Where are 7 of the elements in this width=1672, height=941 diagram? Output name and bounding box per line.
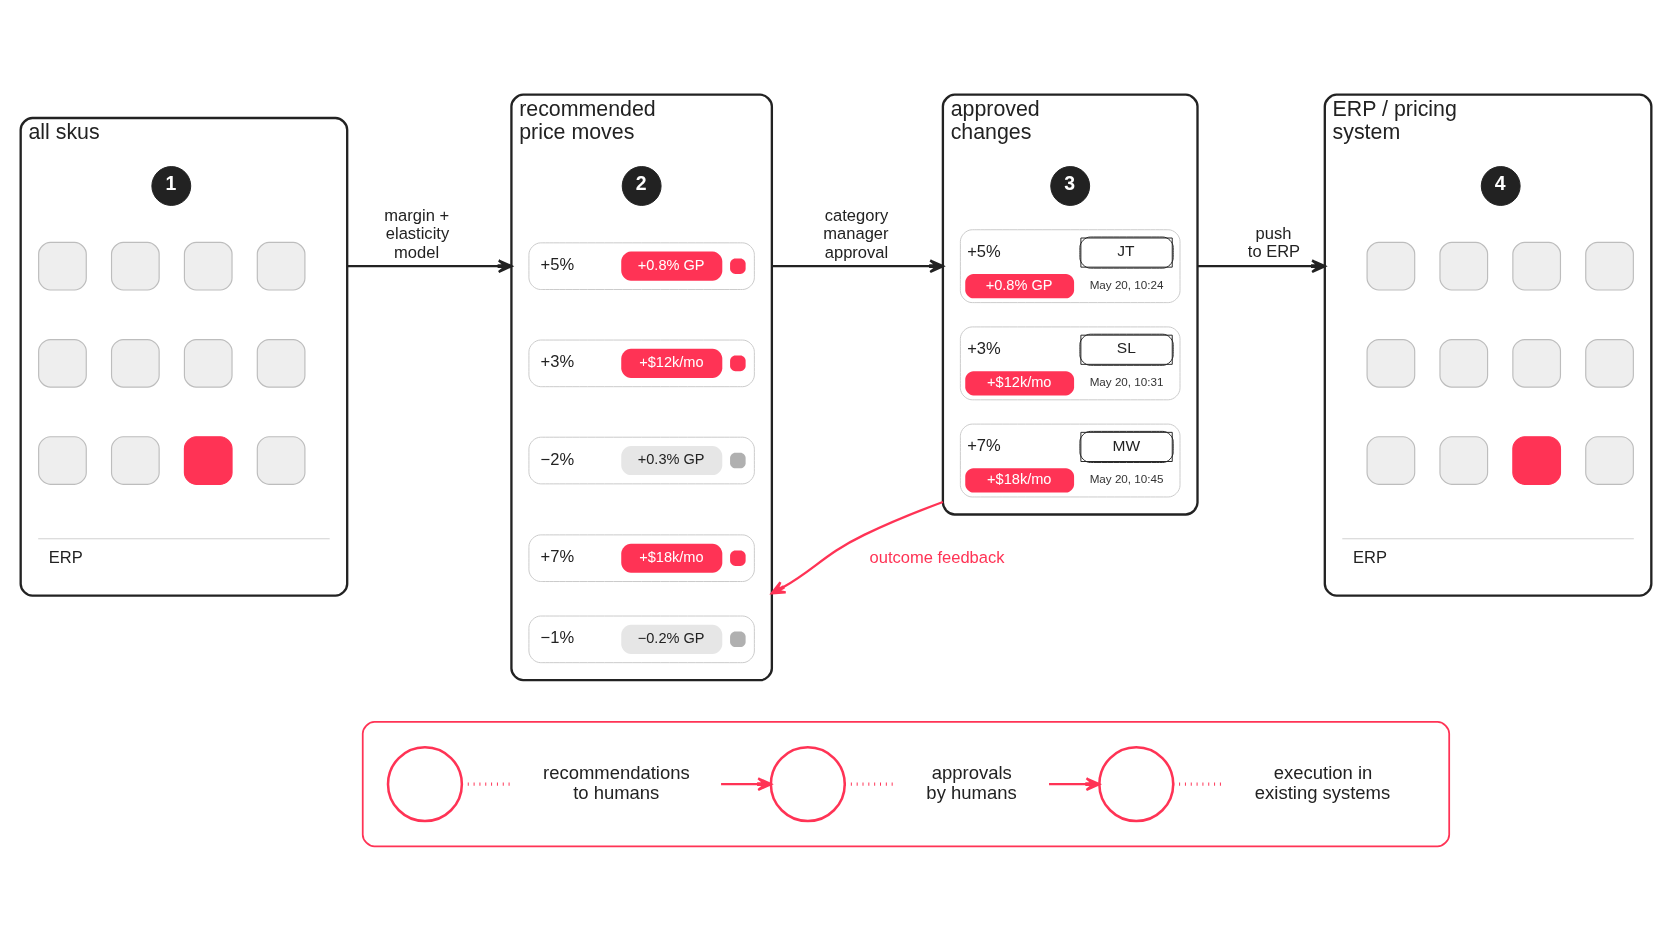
node-text: execution in existing systems (1254, 761, 1391, 803)
node-text: recommendations to humans (543, 761, 690, 803)
edge-label: push to ERP (1247, 223, 1301, 262)
edge-label: margin + elasticity model (384, 205, 450, 262)
edge-label: outcome feedback (869, 547, 1005, 567)
edge-label: category manager approval (823, 205, 889, 262)
node-text: approvals by humans (926, 761, 1017, 803)
